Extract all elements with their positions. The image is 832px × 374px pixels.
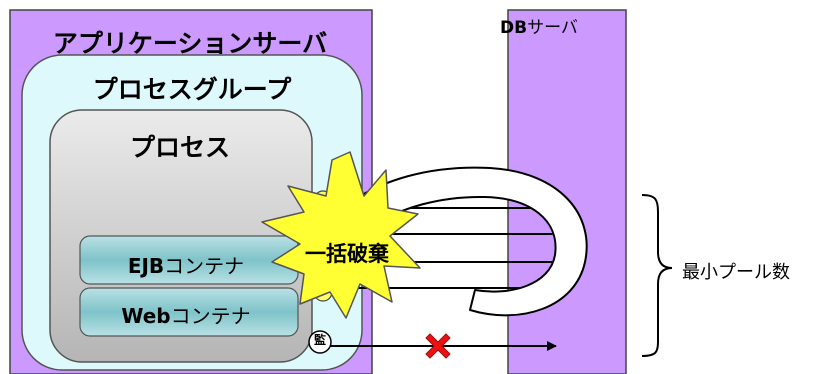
web-container-label: Webコンテナ <box>76 300 296 329</box>
bulk-discard-label: 一括破棄 <box>305 242 389 266</box>
monitor-label: 監 <box>313 333 326 347</box>
min-pool-brace <box>641 194 673 357</box>
ejb-label-bold: EJB <box>127 254 165 278</box>
db-server-title: DBサーバ <box>500 13 628 38</box>
reconnect-curved-arrow <box>329 166 588 317</box>
web-label-bold: Web <box>121 304 171 328</box>
db-server-title-rest: サーバ <box>527 18 578 38</box>
process-title: プロセス <box>129 133 230 162</box>
web-label-rest: コンテナ <box>170 304 251 328</box>
db-server-title-bold: DB <box>500 18 528 38</box>
process-group-title: プロセスグループ <box>92 75 292 104</box>
ejb-label-rest: コンテナ <box>164 254 245 278</box>
ejb-container-label: EJBコンテナ <box>76 250 296 279</box>
bulk-discard-burst <box>261 151 421 319</box>
min-pool-label: 最小プール数 <box>682 262 790 283</box>
web-container-box <box>79 287 299 337</box>
monitor-circle <box>308 330 332 354</box>
connection-failed-cross-icon <box>425 333 451 359</box>
app-server-title: アプリケーションサーバ <box>52 29 328 58</box>
